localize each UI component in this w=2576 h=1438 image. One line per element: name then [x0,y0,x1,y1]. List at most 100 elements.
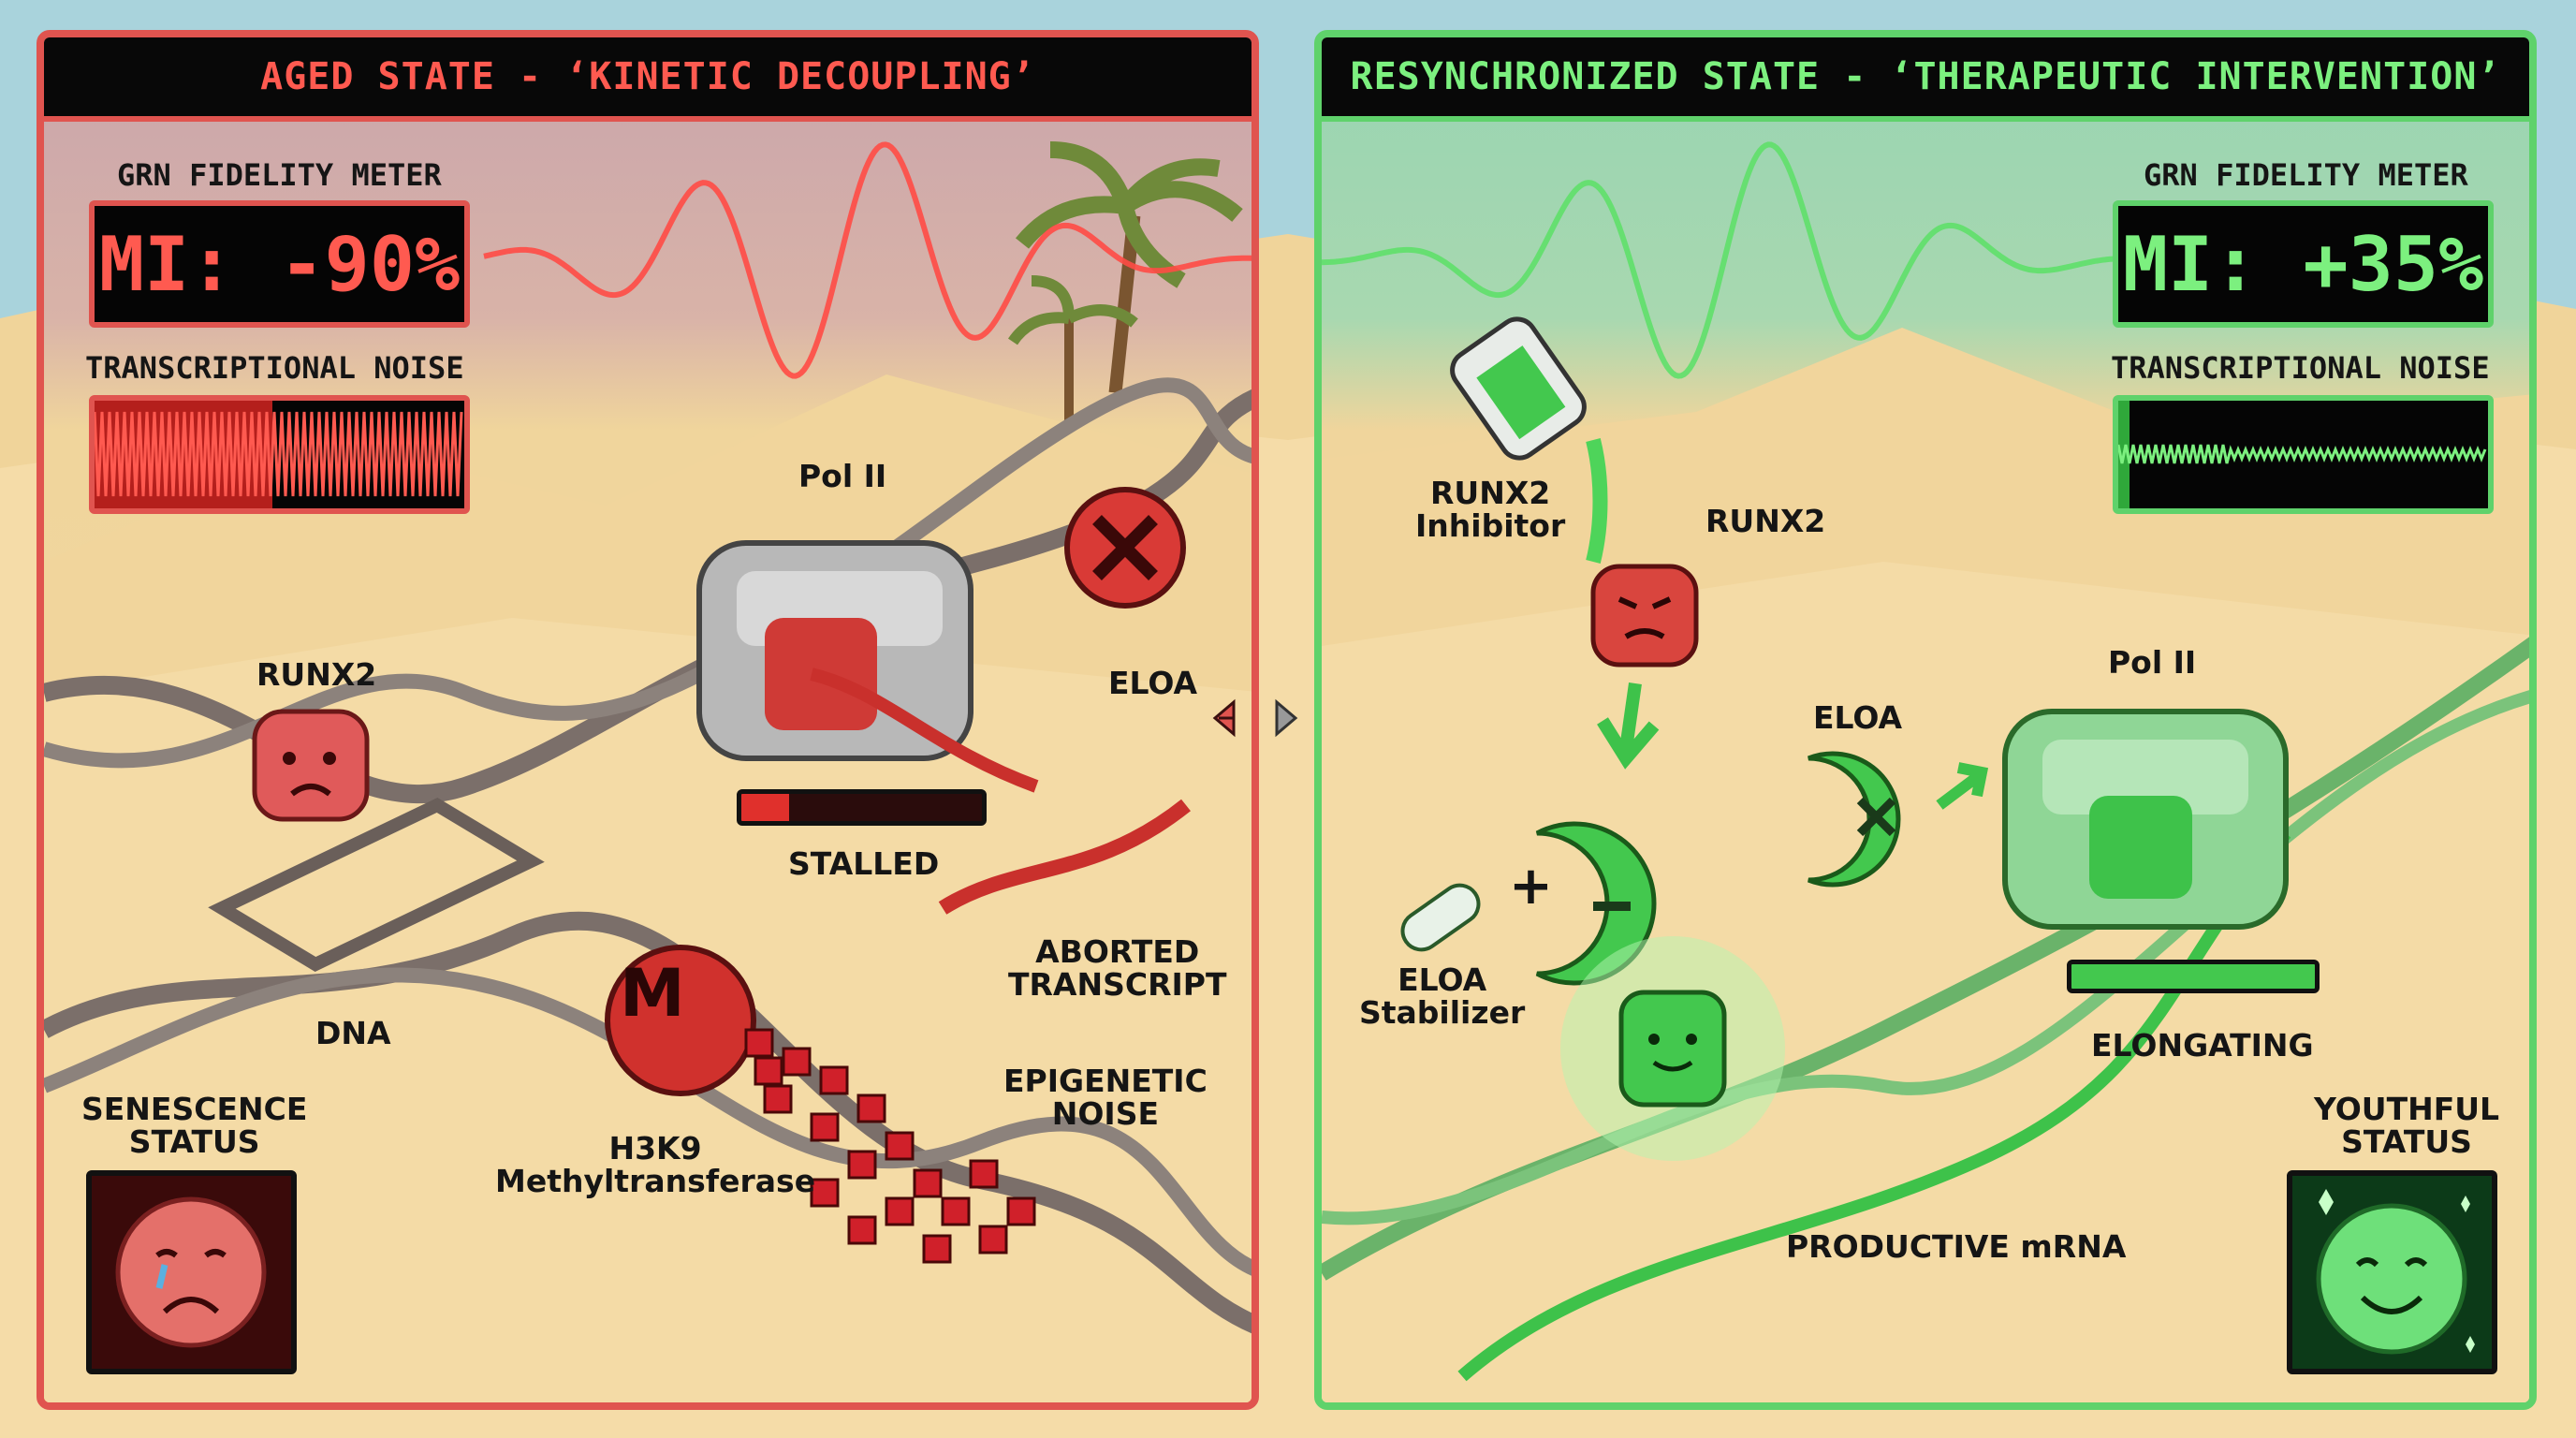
status-line-1: YOUTHFUL [2314,1091,2500,1127]
h3k9-label: H3K9 Methyltransferase [495,1130,816,1199]
pol2-label: Pol II [2108,644,2197,681]
methyl-letter: M [620,955,685,1032]
methyl-mark [922,1234,952,1264]
fidelity-meter-value: MI: +35% [2122,220,2484,308]
epigenetic-noise-label: EPIGENETIC NOISE [1003,1063,1208,1132]
methyl-mark [754,1056,783,1086]
runx2-inhibited [1590,564,1699,668]
productive-mrna-label: PRODUCTIVE mRNA [1786,1228,2127,1265]
senescence-status-box [86,1170,297,1374]
methyl-mark [810,1178,840,1208]
eloa-stabilizer-pill [1400,883,1481,952]
methyl-mark [885,1131,915,1161]
eloa-stabilized [1535,821,1657,986]
fidelity-meter-value: MI: -90% [98,220,461,308]
noise-meter [2113,395,2494,514]
elongating-progress-fill [2071,964,2315,989]
noise-trace [2118,444,2487,464]
methyl-mark [810,1112,840,1142]
h3k9-line-1: H3K9 [608,1130,702,1167]
arrow-down-icon [1597,682,1660,770]
eloa-label: ELOA [1813,699,1903,736]
stabilizer-line-1: ELOA [1398,961,1487,998]
young-illustration [1322,141,2529,1402]
methyl-mark [782,1047,812,1077]
h3k9-methyltransferase [605,945,756,1096]
elongating-progress-bar [2067,960,2320,993]
fidelity-meter-label: GRN FIDELITY METER [2144,157,2468,193]
dna-label: DNA [315,1015,391,1051]
runx2-label: RUNX2 [1705,503,1826,539]
methyl-mark [969,1159,999,1189]
methyl-mark [856,1093,886,1123]
methyl-mark [978,1225,1008,1255]
aborted-transcript-label: ABORTED TRANSCRIPT [1008,933,1227,1003]
status-line-2: STATUS [128,1123,260,1160]
pol2-complex [2002,709,2289,930]
smiling-face-icon [2316,1189,2475,1355]
palm-tree-icon [1015,141,1243,394]
fidelity-waveform [1322,141,2117,379]
senescence-status-label: SENESCENCE STATUS [81,1093,307,1158]
methyl-mark [847,1150,877,1180]
stalled-progress-fill [741,794,790,821]
noise-waveform [95,411,463,497]
stabilizer-line-2: Stabilizer [1359,993,1526,1031]
runx2-inhibitor-label: RUNX2 Inhibitor [1415,477,1565,542]
aged-state-panel: AGED STATE - ‘KINETIC DECOUPLING’ GRN FI… [37,30,1259,1410]
methyl-mark [744,1028,774,1058]
arrow-right-icon [1936,762,1989,810]
plus-sign: + [1509,856,1553,917]
young-panel-title: RESYNCHRONIZED STATE - ‘THERAPEUTIC INTE… [1322,37,2529,122]
fidelity-meter-display: MI: -90% [89,200,470,328]
methyl-mark [819,1065,849,1095]
pol2-label: Pol II [798,458,887,494]
methyl-mark [885,1196,915,1226]
status-line-1: SENESCENCE [81,1091,308,1127]
palm-tree-icon [1008,275,1138,421]
youthful-status-box [2287,1170,2497,1374]
eloa-unbound [1808,751,1901,888]
inhibitor-bottle [1450,316,1608,564]
methyl-mark [847,1215,877,1245]
methyl-mark [913,1168,943,1198]
noise-meter [89,395,470,514]
epigenetic-noise-marks [744,1028,1036,1264]
methyl-mark [1006,1196,1036,1226]
stalled-label: STALLED [788,845,940,882]
inhibitor-line-1: RUNX2 [1430,475,1551,511]
noise-trace [95,411,463,497]
noise-label: TRANSCRIPTIONAL NOISE [2111,350,2490,386]
aborted-line-2: TRANSCRIPT [1008,965,1227,1003]
noise-label: TRANSCRIPTIONAL NOISE [85,350,464,386]
aborted-line-1: ABORTED [1035,933,1200,970]
epigenetic-line-1: EPIGENETIC [1003,1063,1208,1099]
methyl-mark [941,1196,971,1226]
status-line-2: STATUS [2341,1123,2472,1160]
fidelity-waveform [483,141,1251,379]
fidelity-meter-display: MI: +35% [2113,200,2494,328]
noise-waveform [2118,444,2487,464]
fidelity-meter-label: GRN FIDELITY METER [117,157,442,193]
eloa-blocked [1064,487,1186,609]
methyl-mark [763,1084,793,1114]
elongating-label: ELONGATING [2091,1027,2314,1064]
resynchronized-state-panel: RESYNCHRONIZED STATE - ‘THERAPEUTIC INTE… [1314,30,2537,1410]
youthful-status-label: YOUTHFUL STATUS [2314,1093,2499,1158]
inhibitor-line-2: Inhibitor [1415,506,1566,544]
aborted-transcript [938,799,1191,915]
runx2-sad [252,709,370,822]
dna-helix [1322,690,2529,1225]
dna-helix [44,967,1251,1276]
stalled-progress-bar [737,789,987,826]
runx2-label: RUNX2 [256,656,377,693]
h3k9-line-2: Methyltransferase [495,1162,816,1199]
eloa-stabilizer-label: ELOA Stabilizer [1359,961,1526,1031]
crying-face-icon [115,1196,267,1348]
pol2-complex [696,540,1039,793]
glowing-factor-on-dna [1560,936,1785,1161]
aged-panel-title: AGED STATE - ‘KINETIC DECOUPLING’ [44,37,1251,122]
eloa-label: ELOA [1108,665,1198,701]
epigenetic-line-2: NOISE [1051,1094,1160,1132]
